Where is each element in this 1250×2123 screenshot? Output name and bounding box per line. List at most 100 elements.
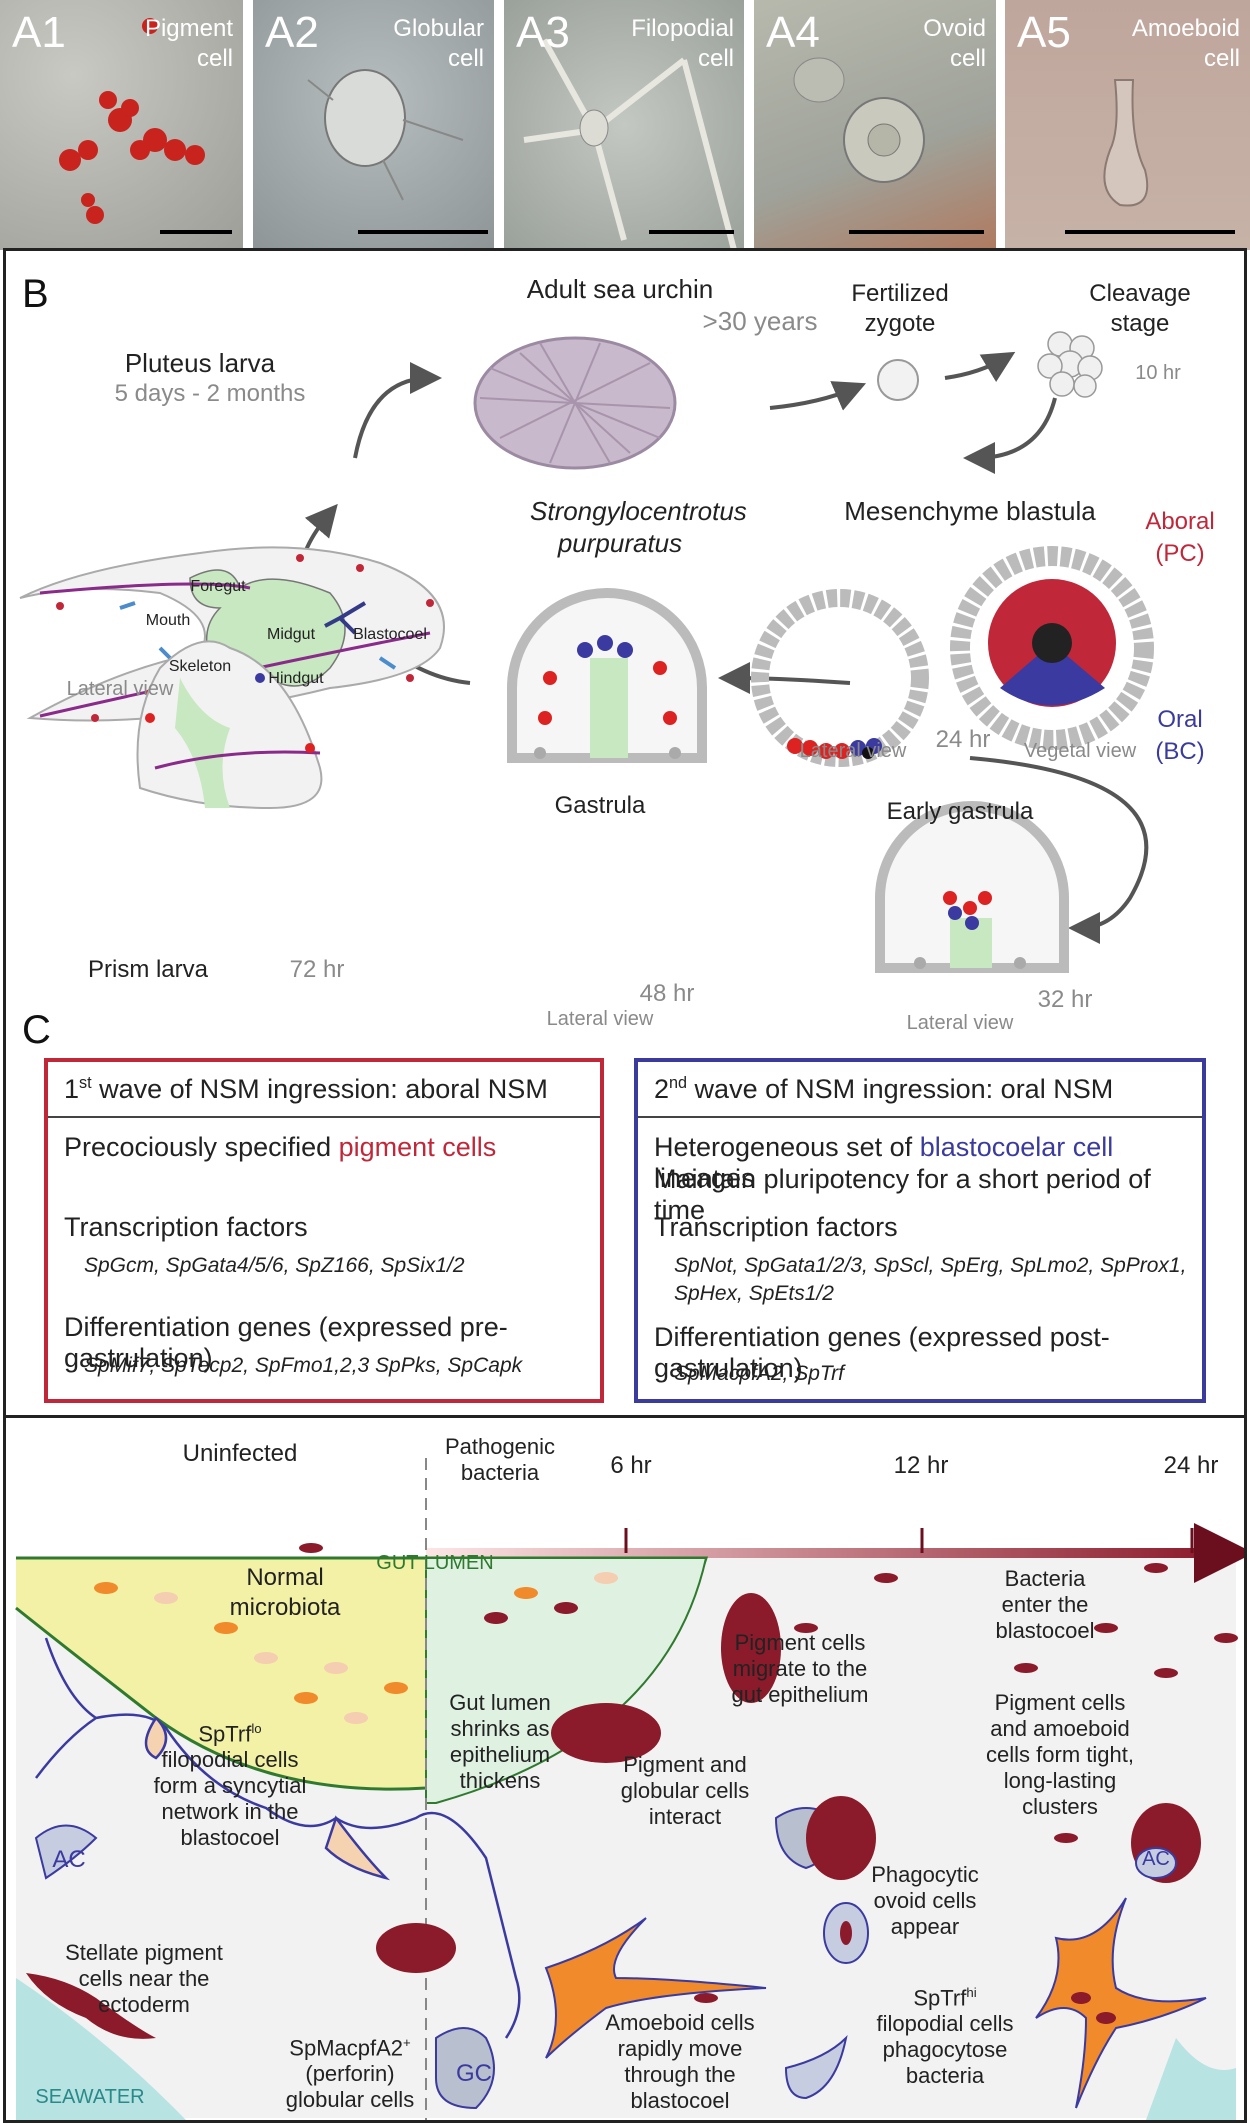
blastocoel-label: Blastocoel	[353, 626, 427, 643]
amoeboid-cell-left	[34, 1824, 98, 1880]
text-line: phagocytose	[882, 2037, 1008, 2063]
cleavage-label-1: Cleavage	[1089, 280, 1191, 307]
panel-c-frame	[3, 1004, 1247, 1417]
prism-larva-drawing	[136, 640, 323, 810]
header-text: wave of NSM ingression: oral NSM	[687, 1074, 1114, 1104]
oral-label-2: (BC)	[1155, 738, 1205, 765]
amoeboid-cell-graphic	[1103, 79, 1149, 207]
header-text: 1	[64, 1074, 80, 1104]
blastula-title: Mesenchyme blastula	[844, 496, 1096, 526]
text-line: Pigment cells	[994, 1690, 1126, 1715]
text-line: blastocoel	[180, 1825, 280, 1851]
pigment-migrate-text: Pigment cells migrate to the gut epithel…	[710, 1630, 890, 1708]
pluteus-title: Pluteus larva	[124, 348, 276, 378]
normal-microbiota-1: Normal	[246, 1564, 324, 1591]
caption-line: Filopodial	[631, 15, 734, 42]
text-line: globular cells	[285, 2087, 415, 2113]
aboral-diff-title: Differentiation genes (expressed pre-gas…	[64, 1312, 508, 1373]
text-line: network in the	[161, 1799, 299, 1825]
text-line: blastocoel	[995, 1618, 1095, 1643]
seawater-label: SEAWATER	[35, 2086, 145, 2108]
text-line: cells form tight,	[986, 1742, 1134, 1767]
aboral-nsm-box: 1st wave of NSM ingression: aboral NSM P…	[44, 1058, 604, 1403]
aboral-box-header: 1st wave of NSM ingression: aboral NSM	[48, 1062, 600, 1118]
pigment-cells-highlight: pigment cells	[338, 1132, 497, 1162]
blastula-vegetal-drawing	[950, 546, 1154, 750]
text-line: bacteria	[905, 2063, 985, 2089]
scale-bar	[849, 230, 984, 234]
text-line: cells near the	[78, 1966, 210, 1991]
text-line: SpMacpfA2	[289, 2035, 404, 2061]
text-line: and amoeboid	[990, 1716, 1130, 1741]
scale-bar	[358, 230, 488, 234]
globular-cell	[435, 2027, 495, 2110]
panel-b-frame	[3, 248, 1247, 1253]
text-line: rapidly move	[617, 2036, 743, 2061]
arrow-early-gastrula-to-gastrula	[718, 662, 851, 695]
gastrula-drawing	[507, 588, 707, 763]
text-line: filopodial cells	[161, 1747, 299, 1773]
text-line: thickens	[459, 1768, 541, 1793]
line-text: lineages	[654, 1163, 755, 1193]
adult-urchin-drawing	[473, 336, 677, 470]
species-line-1: Strongylocentrotus	[530, 496, 747, 526]
header-text: wave of NSM ingression: aboral NSM	[91, 1074, 548, 1104]
text-line: long-lasting	[1003, 1768, 1117, 1793]
arrow-cleavage-to-blastula	[963, 397, 1057, 474]
arrow-adult-to-zygote	[769, 381, 867, 411]
pathogenic-label-1: Pathogenic	[444, 1434, 556, 1459]
cleavage-embryo-drawing	[1037, 331, 1103, 398]
text-line: Bacteria	[1004, 1566, 1086, 1591]
blastula-lateral-drawing	[751, 589, 929, 767]
text-line: ectoderm	[98, 1992, 190, 2017]
mouth-label: Mouth	[145, 612, 191, 629]
oral-diff-genes: SpMacpfA2, SpTrf	[674, 1362, 845, 1385]
blastocoelar-cell-highlight: blastocoelar cell	[919, 1132, 1114, 1162]
oral-box-header: 2nd wave of NSM ingression: oral NSM	[638, 1062, 1202, 1118]
hindgut-label: Hindgut	[268, 670, 324, 687]
zygote-drawing	[877, 359, 919, 401]
uninfected-label: Uninfected	[182, 1440, 298, 1467]
filopodial-cell-hi	[1035, 1897, 1207, 2109]
pathogenic-label-2: bacteria	[460, 1460, 540, 1485]
blastula-vegetal-view: Vegetal view	[1023, 740, 1137, 762]
pluteus-lateral-view: Lateral view	[66, 678, 174, 700]
gastrula-time: 48 hr	[639, 980, 695, 1007]
cleavage-time: 10 hr	[1135, 362, 1181, 384]
caption-line: cell	[447, 45, 484, 72]
aboral-diff-genes: SpMif7, SpTecp2, SpFmo1,2,3 SpPks, SpCap…	[84, 1354, 523, 1377]
pigment-globular-text: Pigment and globular cells interact	[610, 1752, 760, 1830]
amoeboid-move-text: Amoeboid cells rapidly move through the …	[590, 2010, 770, 2114]
scale-bar	[649, 230, 734, 234]
text-sup: +	[403, 2035, 411, 2050]
gastrula-lateral-view: Lateral view	[546, 1008, 654, 1030]
scale-bar	[1065, 230, 1235, 234]
arrow-blastula-to-early-gastrula	[969, 756, 1149, 944]
text-line: Amoeboid cells	[605, 2010, 755, 2035]
prism-time: 72 hr	[289, 956, 345, 983]
cluster-text: Pigment cells and amoeboid cells form ti…	[970, 1690, 1150, 1820]
life-cycle-diagram	[19, 331, 1154, 973]
oral-line-1: Heterogeneous set of blastocoelar cell l…	[654, 1132, 1202, 1194]
caption-line: Globular	[393, 15, 484, 42]
text-line: Pigment cells	[734, 1630, 866, 1655]
text-line: shrinks as	[450, 1716, 550, 1741]
text-line: interact	[648, 1804, 722, 1829]
pigment-cell-cluster	[376, 1923, 456, 1973]
filopodial-network-lo	[35, 1637, 521, 2039]
pluteus-age: 5 days - 2 months	[114, 380, 306, 407]
panel-d-frame	[3, 1415, 1247, 2123]
text-line: Gut lumen	[449, 1690, 551, 1715]
text-line: blastocoel	[630, 2088, 730, 2113]
text-line: SpTrf	[913, 1985, 967, 2011]
pigment-cell-at-epithelium	[551, 1703, 661, 1763]
oral-tf-genes-2: SpHex, SpEts1/2	[674, 1282, 834, 1305]
gut-lumen-label: GUT LUMEN	[376, 1552, 494, 1574]
